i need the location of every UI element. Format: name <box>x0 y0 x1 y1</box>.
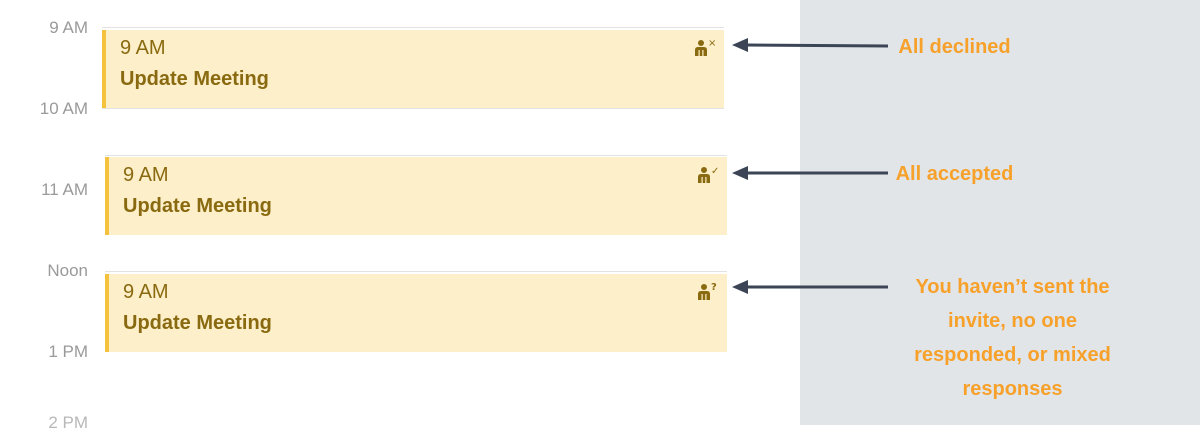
annotation-pending-line: responded, or mixed <box>914 344 1111 366</box>
annotation-declined: All declined <box>898 36 1011 58</box>
attendee-pending-icon: ? <box>698 282 717 300</box>
event-block-accepted[interactable]: 9 AM Update Meeting ✓ <box>105 157 727 235</box>
annotation-pending-line: You haven’t sent the <box>915 276 1110 298</box>
event-title: Update Meeting <box>123 195 272 217</box>
hour-line <box>105 271 727 272</box>
annotation-accepted: All accepted <box>895 163 1014 185</box>
time-label-10am: 10 AM <box>39 99 88 118</box>
annotation-pending-line: responses <box>962 378 1063 400</box>
arrow-line-declined <box>745 43 889 48</box>
event-time: 9 AM <box>123 281 169 303</box>
arrowhead-accepted <box>732 166 748 180</box>
event-title: Update Meeting <box>123 312 272 334</box>
time-label-noon: Noon <box>47 261 88 280</box>
annotation-pending: You haven’t sent the invite, no one resp… <box>880 270 1145 406</box>
time-label-9am: 9 AM <box>49 18 88 37</box>
event-title: Update Meeting <box>120 68 269 90</box>
time-label-11am: 11 AM <box>41 180 88 199</box>
event-time: 9 AM <box>123 164 169 186</box>
status-mark: ✓ <box>711 166 719 177</box>
event-block-pending[interactable]: 9 AM Update Meeting ? <box>105 274 727 352</box>
attendee-accepted-icon: ✓ <box>698 166 719 183</box>
arrowhead-declined <box>732 38 748 52</box>
right-panel <box>800 0 1200 425</box>
event-time: 9 AM <box>120 37 166 59</box>
annotation-pending-line: invite, no one <box>948 310 1077 332</box>
status-mark: ? <box>711 282 717 293</box>
time-label-1pm: 1 PM <box>48 342 88 361</box>
attendee-declined-icon: × <box>695 38 716 56</box>
hour-line <box>102 108 724 109</box>
status-mark: × <box>708 38 716 49</box>
hour-line <box>102 27 724 28</box>
event-block-declined[interactable]: 9 AM Update Meeting × <box>102 30 724 108</box>
arrowhead-pending <box>732 280 748 294</box>
hour-line <box>105 155 727 156</box>
